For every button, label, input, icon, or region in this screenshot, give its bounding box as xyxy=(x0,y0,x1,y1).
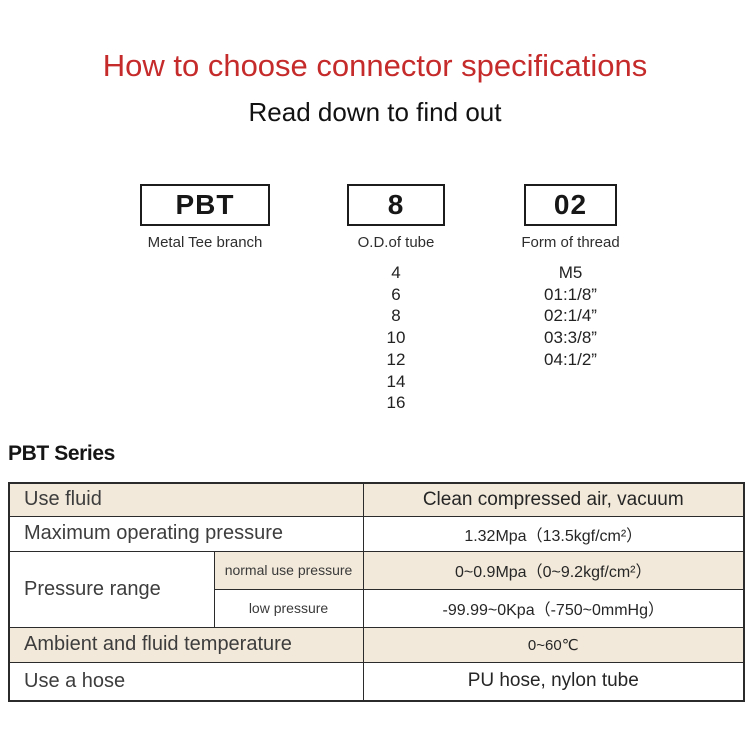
thread-option: 03:3/8” xyxy=(544,328,597,348)
thread-option: 01:1/8” xyxy=(544,284,597,304)
spec-table: Use fluid Clean compressed air, vacuum M… xyxy=(8,482,745,702)
tube-od-option: 4 xyxy=(391,263,401,282)
label-series: Metal Tee branch xyxy=(147,234,263,251)
sub-row-low-pressure-value: -99.99~0Kpa（-750~0mmHg） xyxy=(362,588,745,628)
row-use-fluid-value: Clean compressed air, vacuum xyxy=(362,482,745,517)
code-box-thread: 02 xyxy=(524,184,617,226)
row-temperature-value: 0~60℃ xyxy=(362,626,745,663)
thread-option: M5 xyxy=(558,263,583,282)
label-thread: Form of thread xyxy=(521,234,620,251)
thread-option: 02:1/4” xyxy=(544,306,597,326)
page-subtitle: Read down to find out xyxy=(248,97,502,127)
table-row: Pressure range normal use pressure 0~0.9… xyxy=(8,550,745,628)
page-title: How to choose connector specifications xyxy=(102,48,648,83)
code-box-series-text: PBT xyxy=(175,189,235,220)
thread-option: 04:1/2” xyxy=(544,349,597,369)
row-use-fluid-label: Use fluid xyxy=(8,482,364,517)
tube-od-option: 14 xyxy=(386,371,406,391)
code-box-tube-od: 8 xyxy=(347,184,445,226)
sub-row-normal-pressure-label: normal use pressure xyxy=(213,550,364,590)
table-row: Use fluid Clean compressed air, vacuum xyxy=(8,482,745,517)
label-tube-od: O.D.of tube xyxy=(357,234,435,251)
sub-row-normal-pressure-value: 0~0.9Mpa（0~9.2kgf/cm²） xyxy=(362,550,745,590)
tube-od-option: 10 xyxy=(386,328,406,348)
row-hose-value: PU hose, nylon tube xyxy=(362,661,745,702)
table-row: Ambient and fluid temperature 0~60℃ xyxy=(8,626,745,663)
row-hose-label: Use a hose xyxy=(8,661,364,702)
row-max-pressure-value: 1.32Mpa（13.5kgf/cm²） xyxy=(362,515,745,552)
row-temperature-label: Ambient and fluid temperature xyxy=(8,626,364,663)
tube-od-option: 16 xyxy=(386,393,406,413)
sub-row-low-pressure-label: low pressure xyxy=(213,588,364,628)
tube-od-option: 8 xyxy=(391,306,401,326)
table-row: low pressure -99.99~0Kpa（-750~0mmHg） xyxy=(9,588,745,628)
thread-option-list: M5 01:1/8” 02:1/4” 03:3/8” 04:1/2” xyxy=(508,262,633,371)
table-row: Use a hose PU hose, nylon tube xyxy=(8,661,745,702)
row-pressure-range-label: Pressure range xyxy=(8,550,215,628)
row-max-pressure-label: Maximum operating pressure xyxy=(8,515,364,552)
code-box-thread-text: 02 xyxy=(553,189,588,220)
series-heading: PBT Series xyxy=(8,442,115,465)
code-box-series: PBT xyxy=(140,184,270,226)
tube-od-option-list: 4 6 8 10 12 14 16 xyxy=(346,262,446,414)
code-box-tube-od-text: 8 xyxy=(387,189,405,220)
table-row: Maximum operating pressure 1.32Mpa（13.5k… xyxy=(8,515,745,552)
tube-od-option: 6 xyxy=(391,284,401,304)
tube-od-option: 12 xyxy=(386,349,406,369)
